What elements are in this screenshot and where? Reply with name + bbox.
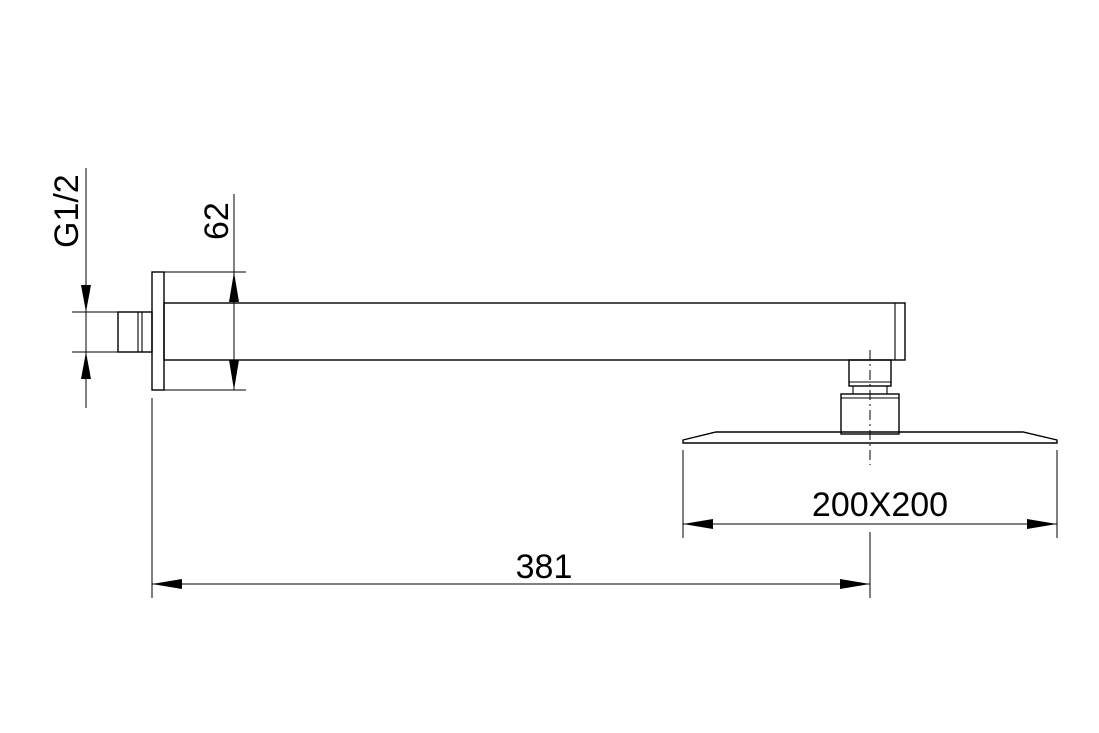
arm-height-dimension <box>164 194 246 391</box>
thread-dimension <box>72 168 118 408</box>
thread-label: G1/2 <box>48 174 86 248</box>
arm-length-dimension <box>151 398 871 598</box>
wall-flange <box>151 271 165 391</box>
shower-head-plate <box>682 431 1058 444</box>
head-size-label: 200X200 <box>812 486 948 524</box>
shower-arm-assembly <box>117 271 1058 465</box>
head-size-dimension <box>682 450 1058 538</box>
arm-length-label: 381 <box>516 548 573 586</box>
threaded-inlet <box>117 311 153 353</box>
arm-height-label: 62 <box>198 202 236 240</box>
square-arm <box>163 302 906 361</box>
